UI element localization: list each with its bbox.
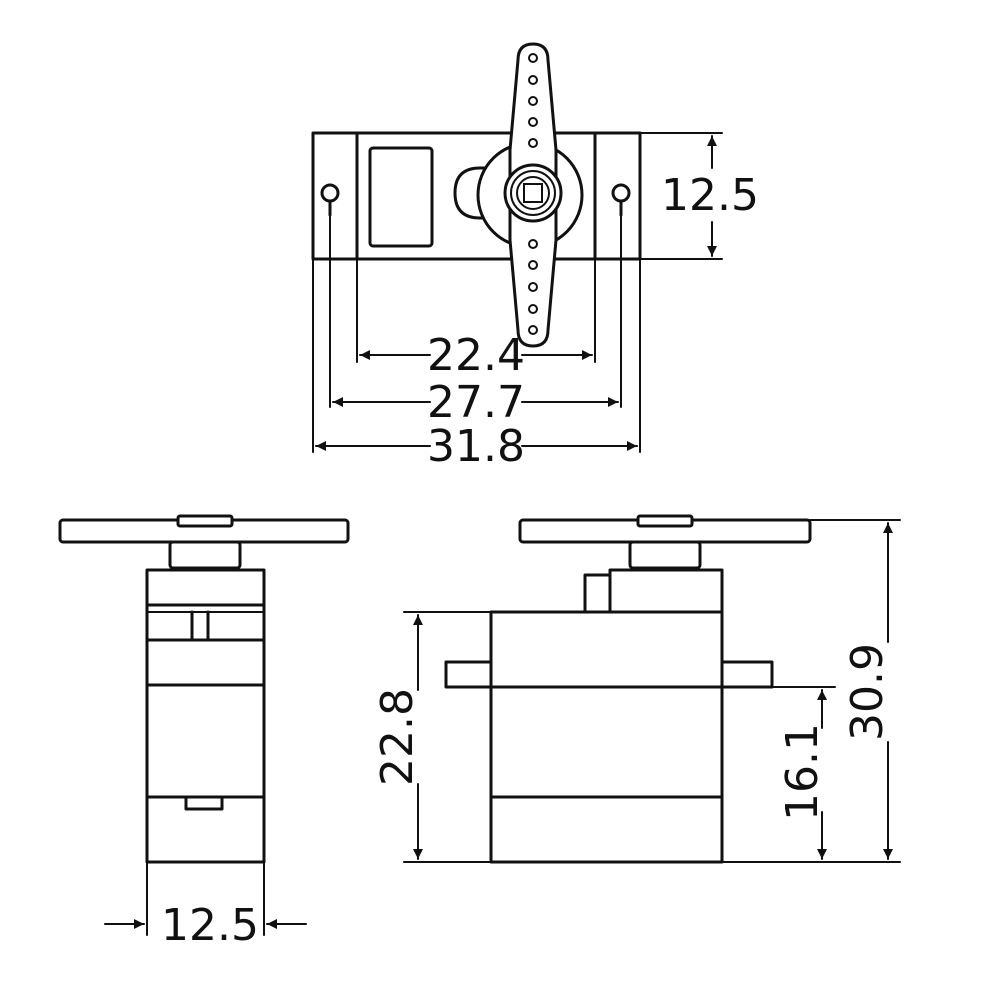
dim-label-22-8: 22.8: [372, 688, 423, 786]
end-view-shaft: [168, 540, 242, 570]
horn-hub: [503, 163, 563, 223]
dimension-inner-width: 22.4: [359, 330, 593, 381]
mounting-hole-right: [611, 183, 631, 217]
top-view: 22.4 27.7 31.8 12.5: [311, 42, 759, 472]
dimension-body-height: 22.8: [372, 611, 492, 863]
mounting-hole-left: [320, 183, 340, 217]
dimension-top-height: 12.5: [639, 132, 759, 260]
mounting-tab-left: [444, 660, 493, 689]
gear-boss-side: [583, 573, 612, 614]
dim-label-12-5-end: 12.5: [161, 900, 259, 951]
dimension-mount-height: 16.1: [721, 686, 901, 863]
end-view: 12.5: [58, 514, 350, 951]
dim-label-31-8: 31.8: [427, 421, 525, 472]
side-view-shaft: [628, 540, 702, 570]
dim-label-22-4: 22.4: [427, 330, 525, 381]
dimension-hole-span: 27.7: [332, 377, 619, 428]
dim-label-12-5-top: 12.5: [661, 170, 759, 221]
end-view-body: [145, 568, 266, 864]
dimension-overall-width: 31.8: [315, 421, 638, 472]
horn-holes: [528, 53, 538, 335]
spline-hole: [523, 183, 543, 203]
dimension-end-width: 12.5: [104, 861, 307, 951]
mounting-tab-right: [720, 660, 774, 689]
label-window: [368, 146, 434, 248]
end-view-tab: [184, 795, 224, 811]
side-view-body: [489, 610, 724, 864]
dimension-overall-height: 30.9: [809, 519, 901, 860]
dim-label-27-7: 27.7: [427, 377, 525, 428]
mounting-flange: [311, 131, 642, 261]
gear-housing: [608, 568, 724, 614]
dim-label-16-1: 16.1: [777, 723, 828, 821]
dim-label-30-9: 30.9: [842, 643, 893, 741]
side-view: 22.8 16.1 30.9: [372, 514, 901, 864]
